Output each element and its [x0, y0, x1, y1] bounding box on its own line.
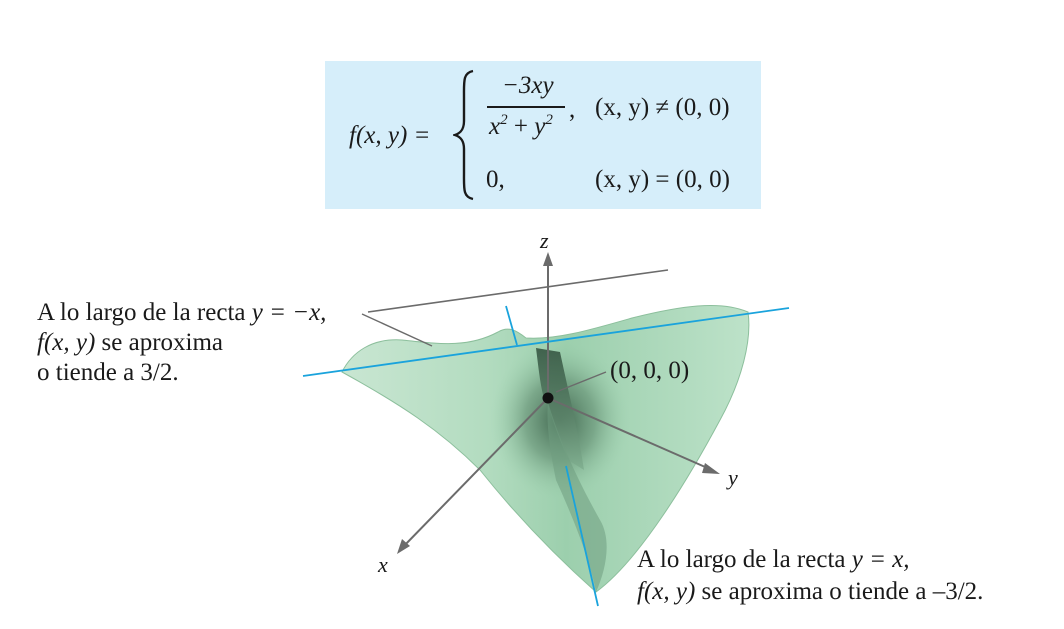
denominator-plus: + — [513, 113, 528, 140]
right-annotation-text: A lo largo de la recta — [637, 546, 852, 573]
trace-line-y-eq-x — [565, 465, 599, 607]
trace-tick-top — [505, 305, 518, 346]
back-diagonal-line — [367, 269, 669, 313]
left-label-leader — [361, 313, 433, 347]
denominator: x2 + y2 — [489, 112, 553, 140]
x-axis-arrow — [397, 539, 410, 554]
right-annotation-rest: se aproxima o tiende a –3/2. — [695, 578, 984, 605]
exponent-x: 2 — [500, 112, 508, 128]
formula-lhs: f(x, y) = — [349, 122, 431, 149]
left-annotation-line-1: A lo largo de la recta y = −x, — [37, 298, 326, 328]
left-annotation-function: f(x, y) — [37, 329, 96, 356]
formula-box: f(x, y) = −3xy x2 + y2 , (x, y) ≠ (0, 0)… — [325, 61, 761, 209]
origin-label: (0, 0, 0) — [610, 357, 690, 384]
front-fold — [547, 402, 607, 592]
y-axis — [547, 397, 713, 471]
left-annotation-rest: se aproxima — [95, 329, 224, 356]
origin-point — [542, 392, 554, 404]
denominator-x: x — [489, 113, 501, 140]
trace-line-y-eq-neg-x — [302, 307, 790, 377]
condition-nonzero: (x, y) ≠ (0, 0) — [595, 94, 730, 121]
value-zero: 0, — [486, 166, 505, 193]
right-annotation-line-1: A lo largo de la recta y = x, — [637, 545, 910, 575]
numerator: −3xy — [502, 72, 554, 99]
denominator-y: y — [534, 113, 546, 140]
z-axis-label: z — [540, 228, 549, 253]
left-annotation-text: A lo largo de la recta — [37, 299, 252, 326]
right-annotation-line-2: f(x, y) se aproxima o tiende a –3/2. — [637, 577, 983, 607]
origin-label-leader — [555, 371, 607, 393]
z-axis-arrow — [543, 252, 553, 266]
left-annotation-equation: y = −x, — [251, 299, 327, 326]
fraction-bar — [487, 106, 565, 108]
x-axis-label: x — [378, 552, 388, 577]
fraction-comma: , — [569, 96, 576, 123]
y-axis-arrow — [702, 463, 720, 474]
left-annotation-line-3: o tiende a 3/2. — [37, 359, 179, 386]
y-axis-label: y — [728, 465, 738, 490]
right-annotation-function: f(x, y) — [637, 578, 696, 605]
condition-zero: (x, y) = (0, 0) — [595, 166, 730, 193]
left-brace — [453, 69, 474, 201]
left-annotation-line-2: f(x, y) se aproxima — [37, 328, 223, 358]
exponent-y: 2 — [545, 112, 553, 128]
x-axis — [401, 397, 549, 549]
right-annotation-equation: y = x, — [851, 546, 910, 573]
